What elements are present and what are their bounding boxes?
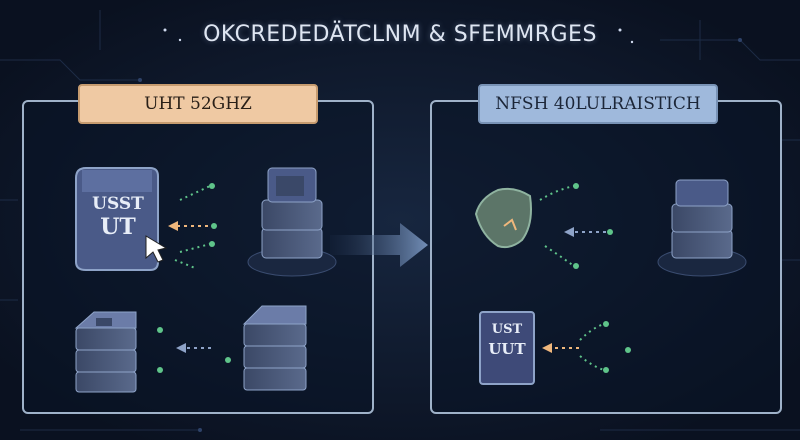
document-label-secondary: UT (100, 214, 136, 240)
document-label-primary: USST (92, 194, 144, 214)
right-panel (430, 100, 782, 414)
page-title: OKCREDEDÄTCLNM & SFEMMRGES (203, 22, 597, 47)
right-panel-tag: NFSH 40LULRAISTICH (478, 84, 718, 124)
document-label-primary: UST (491, 322, 523, 337)
left-panel (22, 100, 374, 414)
transition-arrow-icon (330, 223, 428, 267)
document-label-secondary: UUT (488, 340, 526, 358)
left-panel-tag: UHT 52GHZ (78, 84, 318, 124)
